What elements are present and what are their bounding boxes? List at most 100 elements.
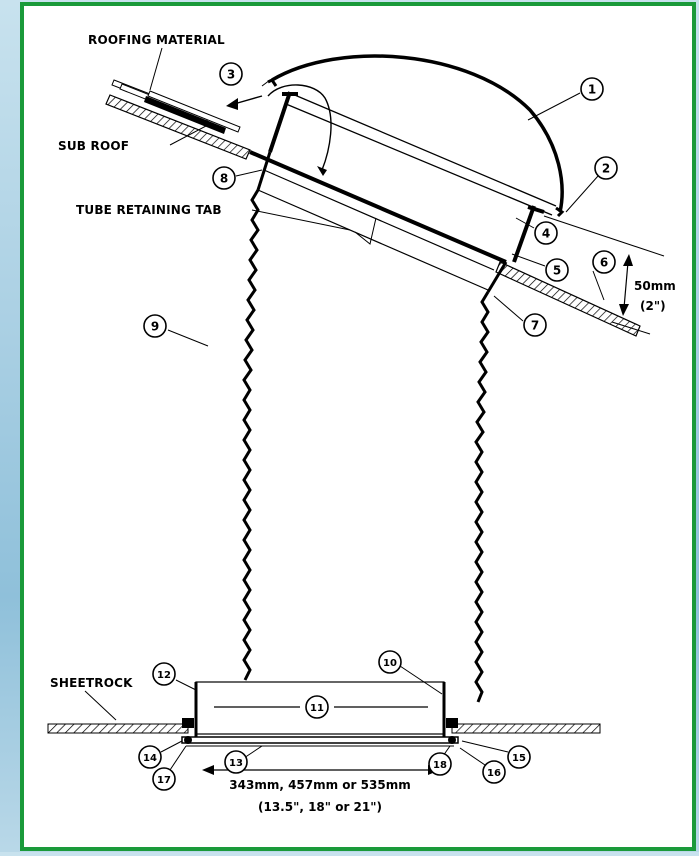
svg-text:9: 9	[151, 320, 159, 334]
dome-ring-line	[289, 92, 557, 207]
leader-5	[511, 253, 546, 267]
leader-15	[461, 740, 509, 753]
rotation-arrowhead-lower	[317, 166, 327, 176]
svg-text:14: 14	[143, 753, 157, 764]
dome-shell	[271, 54, 564, 213]
diffuser-lens	[181, 736, 459, 744]
sub-roof-right	[495, 261, 641, 337]
rotation-arc	[267, 84, 332, 171]
svg-text:8: 8	[220, 172, 228, 186]
height-ext-top	[543, 215, 665, 257]
trim-screw-left	[184, 736, 192, 744]
tube-right-upper	[486, 261, 508, 293]
tube-top-rim	[263, 169, 495, 271]
callout-5: 5	[545, 258, 569, 282]
dome-lip-left	[267, 78, 278, 87]
height-ext-bottom	[611, 321, 651, 335]
leader-2	[565, 175, 599, 213]
height-arrow-bottom	[619, 304, 629, 316]
flashing-base	[249, 150, 507, 264]
leader-3	[261, 79, 271, 87]
svg-text:18: 18	[433, 760, 447, 771]
dim-height-metric: 50mm	[634, 279, 676, 293]
trim-screw-right	[448, 736, 456, 744]
svg-text:11: 11	[310, 703, 324, 714]
height-arrow-top	[623, 254, 633, 266]
flex-tube-left-wall	[242, 189, 260, 681]
svg-text:3: 3	[227, 68, 235, 82]
callout-10: 10	[378, 650, 402, 674]
callout-11: 11	[305, 695, 329, 719]
leader-subroof	[169, 125, 207, 146]
callout-14: 14	[138, 745, 162, 769]
clip-left	[182, 718, 194, 728]
sheetrock-right	[451, 723, 601, 734]
callout-2: 2	[594, 156, 618, 180]
ceiling-diffuser	[47, 681, 601, 747]
callout-15: 15	[507, 745, 531, 769]
svg-text:5: 5	[553, 264, 561, 278]
label-tube-retaining-tab: TUBE RETAINING TAB	[76, 203, 222, 217]
label-sheetrock: SHEETROCK	[50, 676, 133, 690]
flashing-collar	[268, 91, 545, 263]
sheetrock-left	[47, 723, 189, 734]
svg-text:10: 10	[383, 658, 397, 669]
callout-13: 13	[224, 750, 248, 774]
svg-text:15: 15	[512, 753, 526, 764]
leader-13	[243, 745, 263, 759]
svg-text:6: 6	[600, 256, 608, 270]
leader-8	[235, 169, 263, 177]
sub-roof-left	[105, 94, 251, 160]
width-arrow-left	[202, 765, 214, 775]
leader-roofing	[149, 47, 163, 91]
callout-6: 6	[592, 250, 616, 274]
dim-width-imperial: (13.5", 18" or 21")	[258, 800, 382, 814]
collar-left-wall	[268, 91, 292, 153]
leader-lines	[84, 47, 605, 771]
svg-text:13: 13	[229, 758, 243, 769]
roof-left	[105, 79, 251, 160]
leader-sheetrock	[84, 690, 117, 721]
leader-4	[515, 217, 535, 229]
callout-17: 17	[152, 767, 176, 791]
callout-16: 16	[482, 760, 506, 784]
leader-16	[459, 747, 486, 766]
callout-7: 7	[523, 313, 547, 337]
callout-1: 1	[580, 77, 604, 101]
dim-width-metric: 343mm, 457mm or 535mm	[229, 778, 410, 792]
leader-7	[493, 295, 524, 322]
dome-lip-right	[555, 206, 565, 218]
label-sub-roof: SUB ROOF	[58, 139, 129, 153]
svg-text:1: 1	[588, 83, 596, 97]
svg-text:4: 4	[542, 227, 550, 241]
leader-12	[175, 679, 197, 691]
tube-left-upper	[256, 151, 272, 191]
shingle-3	[144, 96, 226, 134]
rotation-arrow	[226, 84, 332, 176]
svg-text:16: 16	[487, 768, 501, 779]
rotation-left-line	[233, 95, 263, 105]
tube-band	[257, 189, 489, 291]
collar-right-wall	[512, 205, 536, 263]
collar-right-top	[527, 205, 545, 214]
callout-3: 3	[219, 62, 243, 86]
callout-4: 4	[534, 221, 558, 245]
svg-text:12: 12	[157, 670, 171, 681]
leader-tab	[251, 209, 351, 231]
svg-text:17: 17	[157, 775, 171, 786]
leader-17	[169, 745, 187, 771]
leader-1	[527, 92, 581, 121]
svg-text:2: 2	[602, 162, 610, 176]
label-roofing-material: ROOFING MATERIAL	[88, 33, 225, 47]
leader-10	[399, 665, 443, 695]
rotation-arrowhead-left	[226, 98, 238, 110]
clip-right	[446, 718, 458, 728]
callout-18: 18	[428, 752, 452, 776]
svg-text:7: 7	[531, 319, 539, 333]
tube-upper	[256, 151, 508, 293]
callout-9: 9	[143, 314, 167, 338]
callout-12: 12	[152, 662, 176, 686]
shingle-4	[147, 90, 241, 133]
